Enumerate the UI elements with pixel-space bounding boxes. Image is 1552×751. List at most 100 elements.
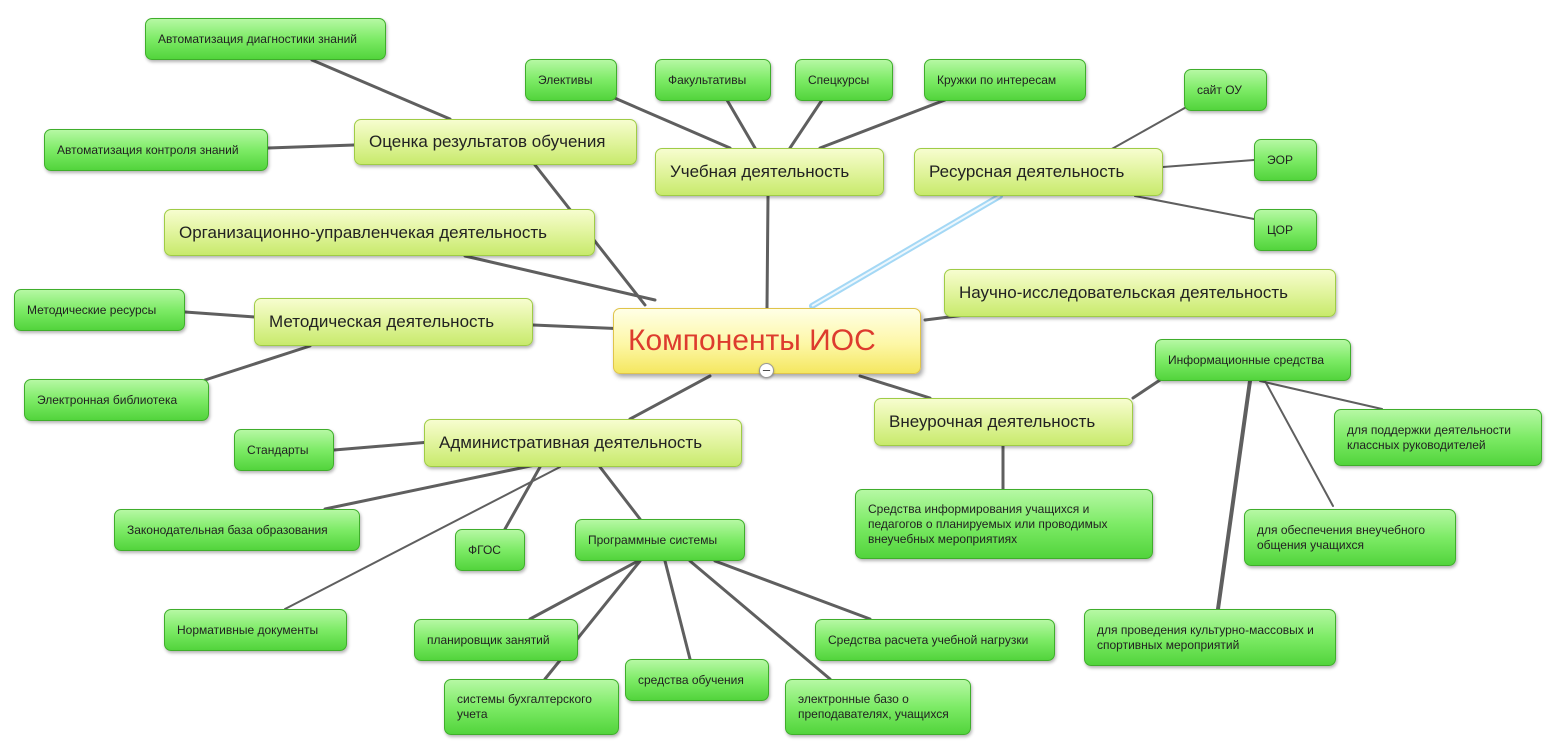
connector-line bbox=[310, 58, 452, 121]
connector-line bbox=[1162, 159, 1255, 168]
node-sredstva-obucheniya[interactable]: средства обучения bbox=[625, 659, 769, 701]
node-label: ФГОС bbox=[468, 542, 501, 557]
connector-line bbox=[203, 344, 312, 382]
connector-line bbox=[663, 559, 692, 661]
node-label: Ресурсная деятельность bbox=[929, 162, 1125, 181]
node-label: системы бухгалтерского учета bbox=[457, 692, 592, 721]
node-administrativnaya[interactable]: Административная деятельность bbox=[424, 419, 742, 467]
node-label: Учебная деятельность bbox=[670, 162, 850, 181]
node-label: средства обучения bbox=[638, 672, 744, 687]
node-label: Автоматизация контроля знаний bbox=[57, 142, 239, 157]
node-label: планировщик занятий bbox=[427, 632, 550, 647]
connector-line bbox=[1134, 195, 1255, 220]
node-label: для обеспечения внеучебного общения учащ… bbox=[1257, 522, 1426, 552]
node-label: Законодательная база образования bbox=[127, 522, 328, 537]
node-label: Оценка результатов обучения bbox=[369, 132, 606, 151]
node-label: электронные базо о преподавателях, учащи… bbox=[798, 692, 949, 721]
connector-line bbox=[1216, 379, 1252, 611]
node-fakultativy[interactable]: Факультативы bbox=[655, 59, 771, 101]
connector-line bbox=[463, 254, 657, 302]
node-label: Методические ресурсы bbox=[27, 302, 157, 317]
node-label: Средства информирования учащихся и педаг… bbox=[868, 501, 1108, 546]
node-podderzhka[interactable]: для поддержки деятельности классных руко… bbox=[1334, 409, 1542, 466]
connector-line bbox=[1259, 380, 1383, 410]
connector-line bbox=[503, 465, 542, 531]
connector-line bbox=[765, 194, 770, 310]
connector-line bbox=[858, 374, 932, 400]
node-label: Кружки по интересам bbox=[937, 72, 1057, 87]
node-label: Спецкурсы bbox=[808, 72, 870, 87]
node-cor[interactable]: ЦОР bbox=[1254, 209, 1317, 251]
connector-line bbox=[284, 466, 561, 610]
connector-line bbox=[608, 94, 732, 150]
node-programmnye[interactable]: Программные системы bbox=[575, 519, 745, 561]
collapse-toggle-icon[interactable]: – bbox=[759, 363, 774, 378]
node-sredstva-inform[interactable]: Средства информирования учащихся и педаг… bbox=[855, 489, 1153, 559]
node-label: Факультативы bbox=[668, 72, 747, 87]
connector-line bbox=[688, 559, 832, 681]
node-org[interactable]: Организационно-управленчекая деятельност… bbox=[164, 209, 595, 256]
node-label: для поддержки деятельности классных руко… bbox=[1347, 422, 1511, 452]
node-speckursy[interactable]: Спецкурсы bbox=[795, 59, 893, 101]
node-ocenka[interactable]: Оценка результатов обучения bbox=[354, 119, 637, 165]
node-el-bazy[interactable]: электронные базо о преподавателях, учащи… bbox=[785, 679, 971, 735]
connector-line bbox=[528, 559, 640, 621]
node-label: Нормативные документы bbox=[177, 622, 319, 637]
node-label: Элективы bbox=[538, 72, 593, 87]
node-auto-diag[interactable]: Автоматизация диагностики знаний bbox=[145, 18, 386, 60]
node-fgos[interactable]: ФГОС bbox=[455, 529, 525, 571]
node-standarty[interactable]: Стандарты bbox=[234, 429, 334, 471]
node-provedenie[interactable]: для проведения культурно-массовых и спор… bbox=[1084, 609, 1336, 666]
connector-line bbox=[266, 143, 356, 150]
node-el-biblioteka[interactable]: Электронная библиотека bbox=[24, 379, 209, 421]
node-metodicheskaya[interactable]: Методическая деятельность bbox=[254, 298, 533, 346]
connector-line bbox=[713, 559, 872, 621]
node-label: Организационно-управленчекая деятельност… bbox=[179, 222, 548, 242]
connector-line bbox=[1109, 104, 1191, 151]
connector-line bbox=[725, 98, 757, 150]
node-uchebnaya[interactable]: Учебная деятельность bbox=[655, 148, 884, 196]
connector-line bbox=[332, 440, 432, 452]
connector-line bbox=[323, 463, 537, 511]
node-label: для проведения культурно-массовых и спор… bbox=[1097, 622, 1314, 652]
node-vneurochnaya[interactable]: Внеурочная деятельность bbox=[874, 398, 1133, 446]
node-label: Электронная библиотека bbox=[37, 392, 178, 407]
node-label: Административная деятельность bbox=[439, 433, 703, 452]
node-label: Внеурочная деятельность bbox=[889, 412, 1096, 431]
connector-line bbox=[598, 465, 642, 521]
node-label: Средства расчета учебной нагрузки bbox=[828, 632, 1029, 647]
node-label: сайт ОУ bbox=[1197, 82, 1242, 97]
node-label: Научно-исследовательская деятельность bbox=[959, 283, 1288, 302]
node-label: ЭОР bbox=[1267, 152, 1293, 167]
node-metod-resursy[interactable]: Методические ресурсы bbox=[14, 289, 185, 331]
node-label: Автоматизация диагностики знаний bbox=[158, 31, 357, 46]
node-label: Методическая деятельность bbox=[269, 312, 495, 331]
node-nauchno[interactable]: Научно-исследовательская деятельность bbox=[944, 269, 1336, 317]
node-electives[interactable]: Элективы bbox=[525, 59, 617, 101]
node-inform-sredstva[interactable]: Информационные средства bbox=[1155, 339, 1351, 381]
node-label: Стандарты bbox=[247, 442, 309, 457]
node-eor[interactable]: ЭОР bbox=[1254, 139, 1317, 181]
connector-line bbox=[1131, 378, 1162, 400]
node-label: Программные системы bbox=[588, 532, 718, 547]
node-zakon-baza[interactable]: Законодательная база образования bbox=[114, 509, 360, 551]
node-buhgalter[interactable]: системы бухгалтерского учета bbox=[444, 679, 619, 735]
node-resursnaya[interactable]: Ресурсная деятельность bbox=[914, 148, 1163, 196]
connector-line bbox=[183, 310, 257, 319]
node-label: ЦОР bbox=[1267, 222, 1293, 237]
root-label: Компоненты ИОС bbox=[628, 324, 876, 357]
connector-line bbox=[788, 98, 824, 150]
connector-line bbox=[1264, 380, 1334, 507]
node-raschet[interactable]: Средства расчета учебной нагрузки bbox=[815, 619, 1055, 661]
node-auto-kontrol[interactable]: Автоматизация контроля знаний bbox=[44, 129, 268, 171]
node-obespechenie[interactable]: для обеспечения внеучебного общения учащ… bbox=[1244, 509, 1456, 566]
node-planirovshik[interactable]: планировщик занятий bbox=[414, 619, 578, 661]
node-kruzhki[interactable]: Кружки по интересам bbox=[924, 59, 1086, 101]
node-sait[interactable]: сайт ОУ bbox=[1184, 69, 1267, 111]
node-label: Информационные средства bbox=[1168, 352, 1325, 367]
connector-line bbox=[628, 374, 712, 421]
highlight-connector-core bbox=[811, 195, 1001, 307]
node-normativ[interactable]: Нормативные документы bbox=[164, 609, 347, 651]
connector-line bbox=[818, 98, 947, 150]
